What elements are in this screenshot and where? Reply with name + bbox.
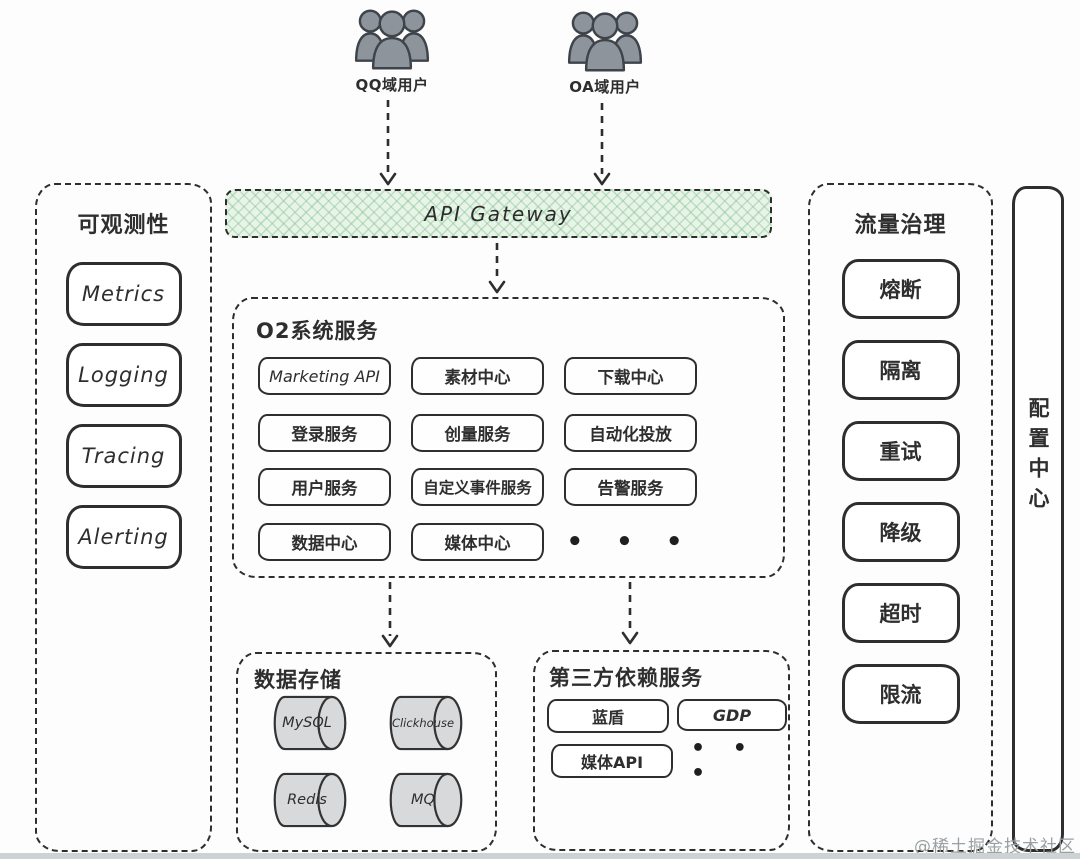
db-cylinder-redis: Redis [268, 767, 352, 833]
box-media-api: 媒体API [551, 744, 673, 778]
service-box-user: 用户服务 [258, 468, 391, 506]
pill-tracing: Tracing [65, 424, 182, 488]
api-gateway-label: API Gateway [424, 201, 573, 226]
api-gateway-bar: API Gateway [225, 189, 772, 238]
service-box-login: 登录服务 [258, 414, 391, 452]
db-mysql-label: MySQL [282, 715, 332, 731]
service-box-alert: 告警服务 [564, 468, 697, 506]
pill-alerting: Alerting [65, 505, 182, 569]
config-center-title: 配置中心 [1026, 397, 1050, 517]
db-clickhouse-label: Clickhouse [391, 716, 455, 730]
pill-metrics: Metrics [65, 262, 182, 326]
data-storage-title: 数据存储 [254, 668, 342, 692]
config-center-panel: 配置中心 [1012, 186, 1064, 852]
data-storage-panel: 数据存储 MySQL Clickhouse [236, 652, 497, 852]
service-box-data-center: 数据中心 [258, 523, 391, 561]
service-box-download-center: 下载中心 [564, 357, 697, 395]
arrow-o2-to-storage [381, 582, 399, 648]
bottom-edge-strip [0, 853, 1080, 859]
traffic-governance-panel: 流量治理 熔断 隔离 重试 降级 超时 限流 [808, 183, 993, 852]
service-box-auto-delivery: 自动化投放 [564, 414, 697, 452]
db-cylinder-mq: MQ [384, 767, 468, 833]
traffic-governance-title: 流量治理 [854, 213, 947, 238]
service-box-marketing-api: Marketing API [258, 357, 391, 395]
third-party-ellipsis: • • • [691, 736, 757, 786]
database-cylinder-icon [273, 695, 347, 751]
db-cylinder-mysql: MySQL [268, 690, 352, 756]
arrow-gateway-to-o2 [488, 243, 506, 294]
observability-title: 可观测性 [77, 213, 170, 238]
users-icon [567, 11, 643, 72]
observability-panel: 可观测性 Metrics Logging Tracing Alerting [35, 183, 212, 852]
o2-ellipsis: • • • [566, 527, 695, 557]
box-gdp: GDP [677, 699, 787, 731]
user-group-qq: QQ域用户 [340, 6, 444, 95]
o2-services-title: O2系统服务 [256, 319, 379, 343]
users-icon [354, 9, 430, 70]
service-box-custom-event: 自定义事件服务 [411, 468, 544, 506]
pill-circuit-break: 熔断 [841, 259, 960, 319]
service-box-material-center: 素材中心 [411, 357, 544, 395]
pill-logging: Logging [65, 343, 182, 407]
db-redis-label: Redis [287, 792, 327, 808]
database-cylinder-icon [389, 772, 463, 828]
o2-services-panel: O2系统服务 Marketing API 素材中心 下载中心 登录服务 创量服务… [232, 297, 785, 578]
user-group-oa: OA域用户 [553, 8, 657, 97]
third-party-title: 第三方依赖服务 [549, 666, 703, 690]
arrow-oa-to-gateway [593, 103, 611, 186]
pill-retry: 重试 [841, 421, 960, 481]
db-cylinder-clickhouse: Clickhouse [384, 690, 468, 756]
arrow-qq-to-gateway [379, 100, 397, 186]
watermark: @稀土掘金技术社区 [914, 837, 1076, 857]
database-cylinder-icon [389, 695, 463, 751]
third-party-panel: 第三方依赖服务 蓝盾 GDP 媒体API • • • [533, 650, 790, 851]
service-box-chuangliang: 创量服务 [411, 414, 544, 452]
user-group-qq-label: QQ域用户 [355, 76, 429, 94]
db-mq-label: MQ [411, 792, 435, 808]
user-group-oa-label: OA域用户 [569, 78, 641, 96]
box-landun: 蓝盾 [547, 699, 669, 733]
service-box-media-center: 媒体中心 [411, 523, 544, 561]
arrow-o2-to-thirdparty [621, 582, 639, 645]
pill-degrade: 降级 [841, 502, 960, 562]
pill-isolation: 隔离 [841, 340, 960, 400]
database-cylinder-icon [273, 772, 347, 828]
pill-timeout: 超时 [841, 583, 960, 643]
pill-rate-limit: 限流 [841, 664, 960, 724]
